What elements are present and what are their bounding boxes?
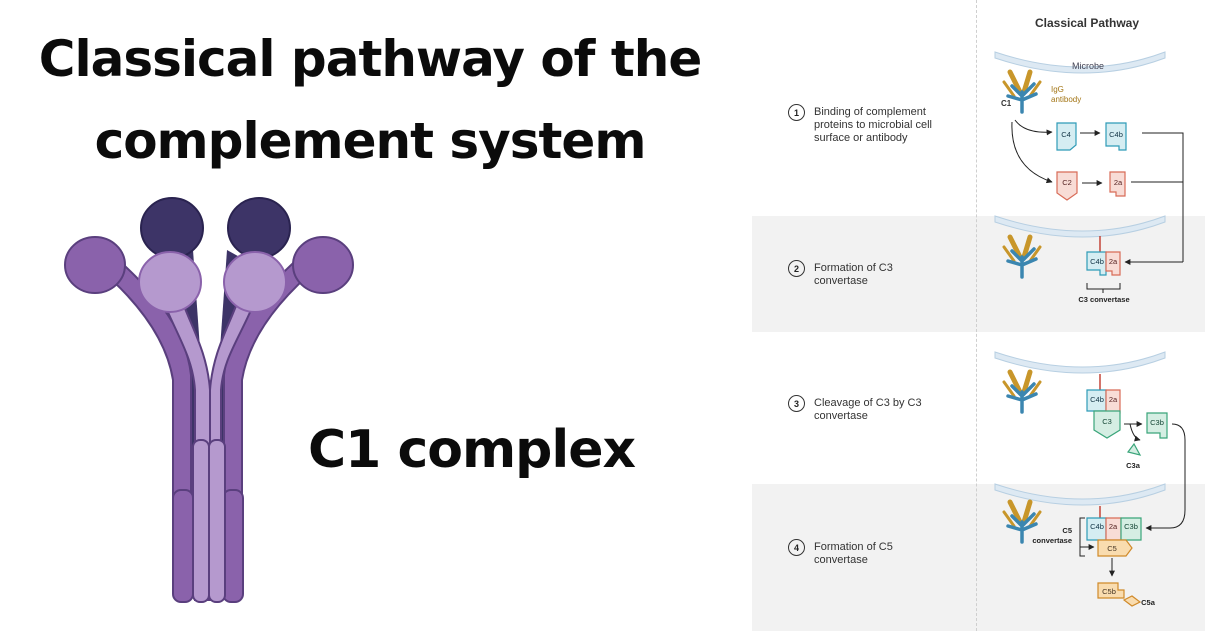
c5-convertase-label-line-1: C5 — [1062, 526, 1072, 535]
c1-head-outer-left — [64, 236, 126, 294]
c5-convertase-bracket — [1079, 517, 1085, 557]
step-number: 2 — [788, 260, 805, 277]
c1-complex-illustration — [64, 197, 354, 603]
c1-stem-left — [172, 489, 194, 603]
c3-shape — [1093, 410, 1121, 439]
left-panel: Classical pathway of the complement syst… — [38, 30, 703, 603]
c2a-bound-label: 2a — [1109, 257, 1118, 266]
c4b-shape — [1105, 122, 1127, 151]
c4b-step3-label: C4b — [1090, 395, 1104, 404]
connector-c4b-to-step2 — [1142, 132, 1184, 262]
column-divider — [976, 0, 977, 631]
c4b-step4-label: C4b — [1090, 522, 1104, 531]
c4b-label: C4b — [1109, 130, 1123, 139]
c3-label: C3 — [1102, 417, 1112, 426]
c5a-shape — [1122, 595, 1142, 607]
c3a-shape — [1126, 442, 1142, 456]
band-step-2 — [752, 216, 1205, 332]
c2a-step3-label: 2a — [1109, 395, 1118, 404]
c4-label: C4 — [1061, 130, 1071, 139]
c2a-step4-label: 2a — [1109, 522, 1118, 531]
page-title-line-1: Classical pathway of the — [38, 30, 703, 88]
step-4: 4 Formation of C5 convertase — [788, 539, 944, 567]
c5a-label: C5a — [1141, 598, 1156, 607]
c1-igg-icon-4 — [1002, 499, 1042, 544]
c3a-label: C3a — [1126, 461, 1141, 470]
c4-shape — [1056, 122, 1077, 151]
microbe-membrane-2 — [994, 215, 1166, 238]
c2-shape — [1056, 171, 1078, 201]
c1-complex-label: C1 complex — [308, 420, 636, 480]
c5-convertase-label-line-2: convertase — [1032, 536, 1072, 545]
c4b-bound-label: C4b — [1090, 257, 1104, 266]
microbe-membrane-3 — [994, 351, 1166, 374]
microbe-membrane-4 — [994, 483, 1166, 506]
c1-head-outer-right — [292, 236, 354, 294]
step-3: 3 Cleavage of C3 by C3 convertase — [788, 395, 944, 423]
pathway-diagram: Classical Pathway 1 Binding of complemen… — [752, 0, 1205, 631]
igg-label-line-1: IgG — [1051, 85, 1064, 94]
c2a-shape — [1109, 171, 1126, 197]
c2a-label: 2a — [1114, 178, 1123, 187]
band-step-4 — [752, 484, 1205, 631]
step-2: 2 Formation of C3 convertase — [788, 260, 944, 288]
c3b-step4-shape — [1120, 517, 1142, 541]
c2a-bound-shape — [1105, 251, 1121, 276]
arrow-c3-to-c3a — [1129, 423, 1141, 442]
arrow-c1-to-c4 — [1014, 119, 1053, 136]
page-title-line-2: complement system — [94, 112, 647, 170]
c1-head-inner-left — [138, 251, 202, 313]
step-number: 3 — [788, 395, 805, 412]
c5-label: C5 — [1107, 544, 1117, 553]
c3b-label: C3b — [1150, 418, 1164, 427]
step-text: Binding of complement proteins to microb… — [814, 106, 932, 144]
c1-igg-icon-2 — [1002, 234, 1042, 279]
c2-label: C2 — [1062, 178, 1072, 187]
c1-igg-icon — [1002, 69, 1042, 114]
arrow-c1-to-c2 — [1011, 121, 1053, 184]
step-text: Cleavage of C3 by C3 convertase — [814, 397, 922, 422]
microbe-label: Microbe — [1072, 61, 1104, 71]
step-text: Formation of C5 convertase — [814, 541, 893, 566]
connector-c3b-to-step4 — [1145, 423, 1186, 531]
c5-shape — [1097, 539, 1133, 557]
c3b-shape — [1146, 412, 1168, 439]
step-text: Formation of C3 convertase — [814, 262, 893, 287]
c1-igg-icon-3 — [1002, 369, 1042, 414]
c3-convertase-bracket — [1086, 283, 1121, 293]
step-number: 1 — [788, 104, 805, 121]
diagram-title: Classical Pathway — [1034, 16, 1140, 30]
c5b-shape — [1097, 582, 1125, 599]
c1-head-inner-right — [223, 251, 287, 313]
step-number: 4 — [788, 539, 805, 556]
step-1: 1 Binding of complement proteins to micr… — [788, 104, 944, 145]
c3-convertase-label: C3 convertase — [1078, 295, 1129, 304]
c1-head-back-left — [140, 197, 204, 259]
microbe-membrane — [994, 51, 1166, 74]
igg-label-line-2: antibody — [1051, 95, 1081, 104]
c1-stem-center-right — [208, 439, 226, 603]
c5b-label: C5b — [1102, 587, 1116, 596]
pathway-graphic: Microbe C1 IgG antibody C4 C4b C2 2a — [994, 51, 1186, 607]
c1-stem-center-left — [192, 439, 210, 603]
c1-label: C1 — [1001, 99, 1012, 108]
c3b-step4-label: C3b — [1124, 522, 1138, 531]
c1-head-back-right — [227, 197, 291, 259]
